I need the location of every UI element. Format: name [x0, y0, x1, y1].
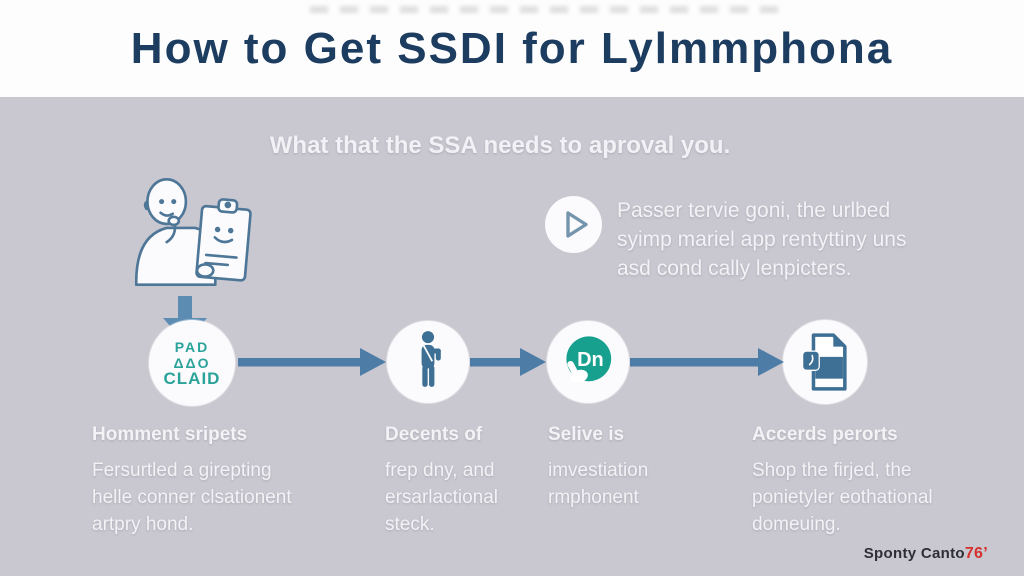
- step-body-line: steck.: [385, 514, 435, 535]
- step-4-text: Accerds perorts Shop the firjed, the pon…: [752, 424, 992, 538]
- play-icon: [566, 211, 588, 238]
- subtitle: What that the SSA needs to aproval you.: [269, 132, 731, 159]
- person-icon: [421, 331, 441, 387]
- step-2-text: Decents of frep dny, and ersarlactional …: [385, 424, 575, 538]
- document-icon: [801, 333, 847, 391]
- step-4-circle: [783, 320, 867, 404]
- step-body-line: ersarlactional: [385, 487, 498, 508]
- step-body-line: Shop the firjed, the: [752, 460, 912, 481]
- flow-arrow-2: [470, 348, 546, 376]
- claim-badge-line: CLAID: [163, 369, 221, 388]
- claim-badge-line: ΔΔO: [173, 355, 211, 371]
- intro-text: Passer tervie goni, the urlbed syimp mar…: [617, 196, 927, 283]
- claim-badge-line: PAD: [174, 339, 210, 355]
- header-band: How to Get SSDI for Lylmmphona: [0, 0, 1024, 97]
- step-body-line: domeuing.: [752, 514, 841, 535]
- step-heading: Selive is: [548, 424, 625, 445]
- intro-line: asd cond cally lenpicters.: [617, 257, 852, 280]
- intro-line: syimp mariel app rentyttiny uns: [617, 228, 907, 251]
- step-body-line: Fersurtled a girepting: [92, 460, 272, 481]
- man-clipboard-illustration: [134, 177, 252, 287]
- step-body-line: frep dny, and: [385, 460, 495, 481]
- step-body-line: ponietyler eothational: [752, 487, 933, 508]
- brand-mark: Sponty Canto76’: [864, 545, 988, 563]
- play-button: [545, 196, 602, 253]
- step-heading: Accerds perorts: [752, 424, 898, 445]
- step-body-line: helle conner clsationent: [92, 487, 292, 508]
- page-title: How to Get SSDI for Lylmmphona: [130, 24, 894, 73]
- step-body-line: imvestiation: [548, 460, 649, 481]
- step-1-text: Homment sripets Fersurtled a girepting h…: [92, 424, 352, 538]
- hand-badge-icon: Dn: [566, 336, 612, 384]
- brand-name: Sponty Canto: [863, 545, 965, 562]
- step-heading: Homment sripets: [92, 424, 248, 445]
- intro-line: Passer tervie goni, the urlbed: [617, 199, 891, 222]
- step-body-line: artpry hond.: [92, 514, 194, 535]
- flow-arrow-3: [630, 348, 784, 376]
- top-smudge-artifact: [310, 6, 780, 13]
- hand-badge-label: Dn: [577, 349, 604, 371]
- step-2-circle: [387, 321, 469, 403]
- step-heading: Decents of: [385, 424, 483, 445]
- step-3-circle: Dn: [547, 321, 629, 403]
- step-3-text: Selive is imvestiation rmphonent: [548, 424, 738, 511]
- step-body-line: rmphonent: [548, 487, 639, 508]
- flow-arrow-1: [238, 348, 386, 376]
- brand-number: 76’: [964, 545, 988, 562]
- step-1-circle: PAD ΔΔO CLAID: [149, 320, 235, 406]
- claim-badge-icon: PAD ΔΔO CLAID: [164, 339, 221, 387]
